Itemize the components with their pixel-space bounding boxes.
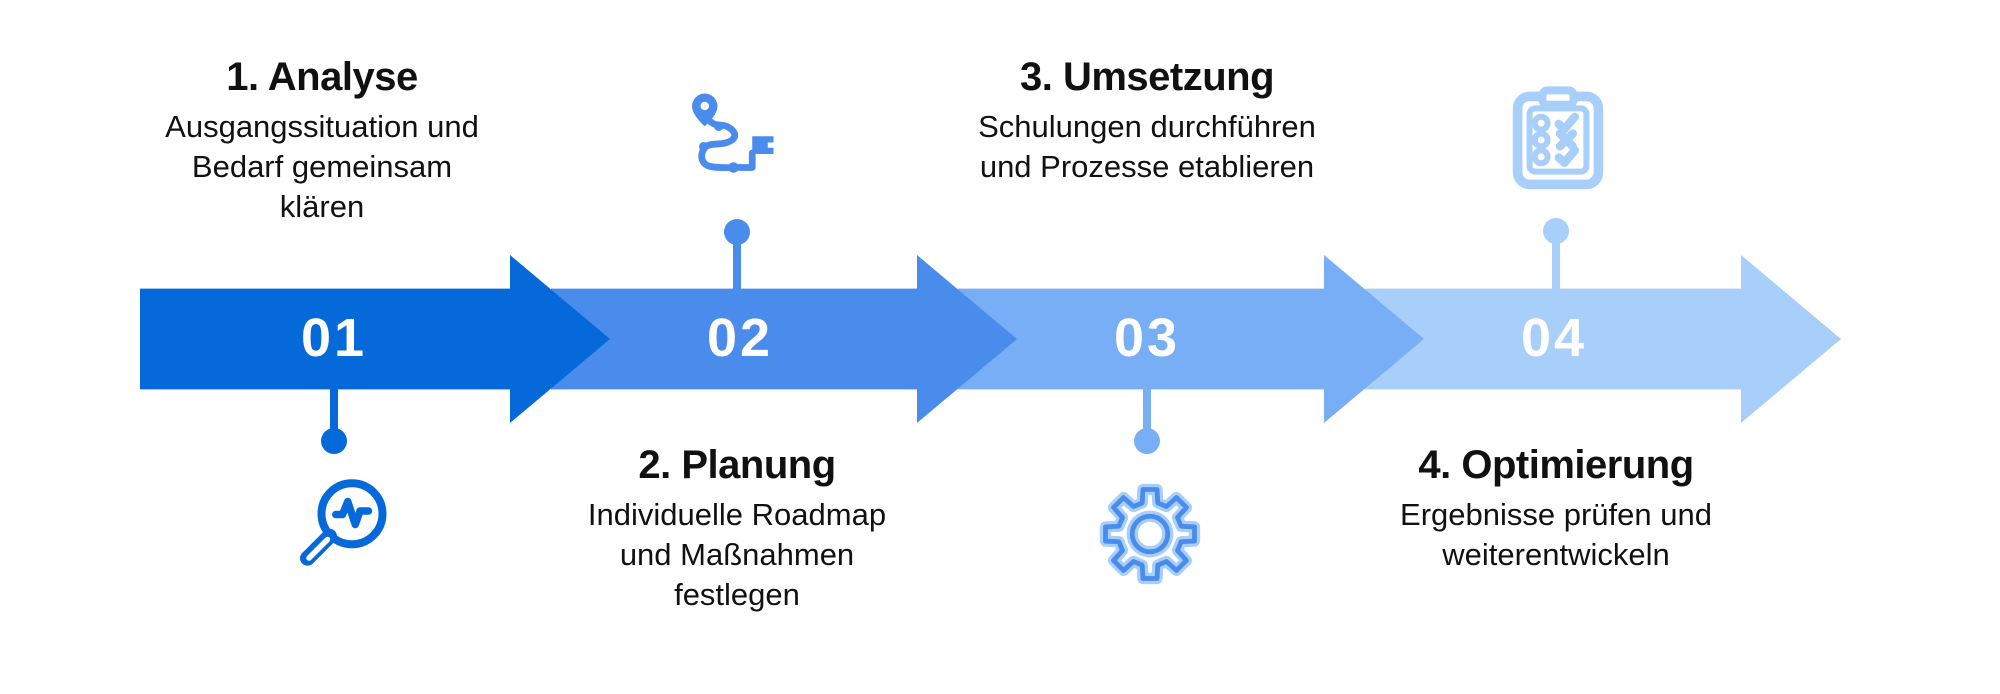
step-number-1: 01 — [300, 308, 368, 368]
route-flag-icon — [692, 93, 774, 173]
step-number-3: 03 — [1113, 308, 1181, 368]
step-description-3: Schulungen durchführen und Prozesse etab… — [978, 109, 1316, 184]
step-description-4: Ergebnisse prüfen und weiterentwickeln — [1400, 497, 1712, 572]
connector-dot-1 — [321, 428, 347, 454]
connector-dot-3 — [1134, 428, 1160, 454]
step-number-2: 02 — [706, 308, 774, 368]
step-label-1: 1. Analyse Ausgangssituation und Bedarf … — [102, 52, 542, 227]
connector-stem-4 — [1552, 235, 1560, 290]
connector-dot-2 — [724, 219, 750, 245]
step-description-1: Ausgangssituation und Bedarf gemeinsam k… — [165, 109, 479, 224]
connector-stem-1 — [330, 388, 338, 430]
step-title-1: 1. Analyse — [226, 55, 418, 99]
step-label-3: 3. Umsetzung Schulungen durchführen und … — [927, 52, 1367, 187]
magnifier-pulse-icon — [299, 479, 387, 566]
connector-stem-2 — [733, 236, 741, 290]
step-label-2: 2. Planung Individuelle Roadmap und Maßn… — [517, 440, 957, 615]
step-title-3: 3. Umsetzung — [1019, 55, 1275, 99]
step-title-4: 4. Optimierung — [1418, 443, 1694, 487]
checklist-clipboard-icon — [1512, 86, 1604, 190]
connector-stem-3 — [1143, 388, 1151, 430]
step-number-4: 04 — [1520, 308, 1588, 368]
connector-dot-4 — [1543, 218, 1569, 244]
step-description-2: Individuelle Roadmap und Maßnahmen festl… — [587, 497, 887, 612]
gear-icon — [1099, 483, 1201, 585]
step-title-2: 2. Planung — [638, 443, 836, 487]
step-label-4: 4. Optimierung Ergebnisse prüfen und wei… — [1336, 440, 1776, 575]
